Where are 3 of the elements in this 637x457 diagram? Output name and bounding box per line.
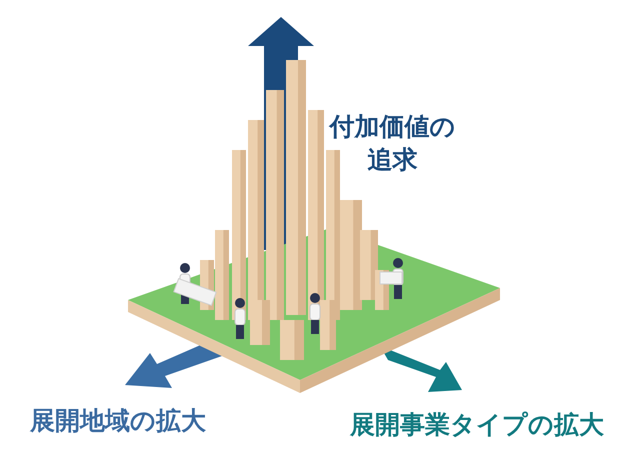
axis-label: 展開地域の拡大 [30,405,207,437]
axis-label: 展開事業タイプの拡大 [350,409,605,441]
axis-label: 付加価値の追求 [328,111,456,176]
